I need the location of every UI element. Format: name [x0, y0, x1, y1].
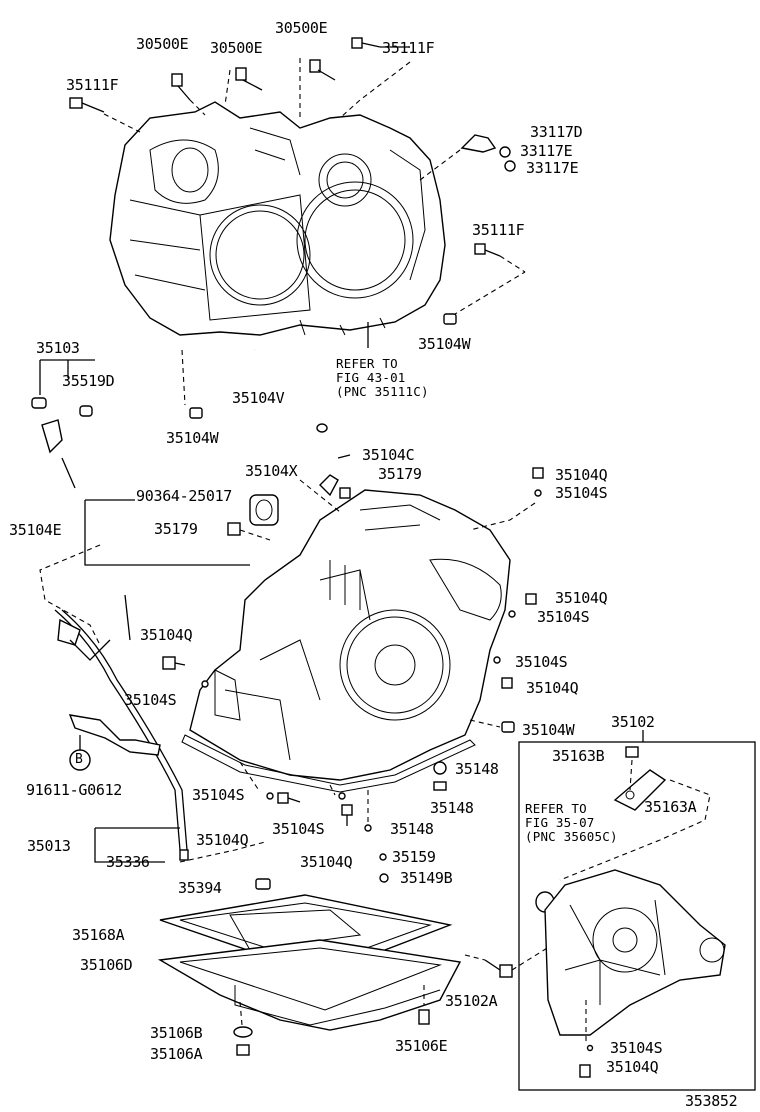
label-35104S-a: 35104S	[555, 484, 608, 502]
bolt-35104Q-left	[162, 656, 209, 688]
label-35149B: 35149B	[400, 869, 453, 887]
label-35111F-a: 35111F	[382, 39, 435, 57]
label-35106B: 35106B	[150, 1024, 203, 1042]
label-35104S-d: 35104S	[124, 691, 177, 709]
label-35102A: 35102A	[445, 992, 498, 1010]
label-35103: 35103	[36, 339, 80, 357]
bolt-35104Q-r1	[469, 467, 544, 531]
label-35104W-a: 35104W	[418, 335, 471, 353]
label-35179-b: 35179	[154, 520, 198, 538]
label-30500E-b: 30500E	[210, 39, 263, 57]
label-35106E: 35106E	[395, 1037, 448, 1055]
sensor-35104C	[299, 454, 351, 513]
bolt-35104Q-bc	[329, 784, 353, 826]
label-35104E: 35104E	[9, 521, 62, 539]
label-35104Q-e: 35104Q	[196, 831, 249, 849]
label-35148-b: 35148	[430, 799, 474, 817]
label-35148-a: 35148	[455, 760, 499, 778]
leader-lines	[408, 46, 410, 48]
transaxle-housing	[109, 101, 446, 336]
dowel-35104W-left	[181, 349, 203, 419]
plug-35179-left	[227, 522, 271, 541]
pin-35104W-r	[469, 719, 515, 733]
figure-id: 353852	[685, 1092, 738, 1110]
bolt-35111F-top-left	[69, 97, 141, 133]
label-35106D: 35106D	[80, 956, 133, 974]
label-35104Q-a: 35104Q	[555, 466, 608, 484]
label-90364-25017: 90364-25017	[136, 487, 233, 505]
label-35336: 35336	[106, 853, 150, 871]
label-35519D: 35519D	[62, 372, 115, 390]
inset-box	[518, 730, 756, 1091]
label-35106A: 35106A	[150, 1045, 203, 1063]
label-35163A: 35163A	[644, 798, 697, 816]
bracket-35103	[31, 359, 95, 489]
bracket-91611	[68, 714, 161, 771]
pan-35106D	[157, 939, 462, 1031]
label-35104S-g: 35104S	[610, 1039, 663, 1057]
transmission-case	[181, 489, 511, 793]
label-33117E-b: 33117E	[526, 159, 579, 177]
label-33117D: 33117D	[530, 123, 583, 141]
plug-35106E	[418, 985, 430, 1025]
filter-90364	[249, 494, 279, 526]
plug-35106B	[233, 1001, 253, 1038]
label-35104S-c: 35104S	[515, 653, 568, 671]
bolt-35104Q-r2	[508, 593, 537, 618]
bracket-33117D	[419, 134, 516, 181]
label-35104Q-g: 35104Q	[606, 1058, 659, 1076]
label-30500E-c: 30500E	[275, 19, 328, 37]
label-35394: 35394	[178, 879, 222, 897]
label-35163B: 35163B	[552, 747, 605, 765]
tube-35104V	[254, 349, 328, 433]
label-35168A: 35168A	[72, 926, 125, 944]
label-35179-a: 35179	[378, 465, 422, 483]
label-35104Q-b: 35104Q	[555, 589, 608, 607]
label-35102: 35102	[611, 713, 655, 731]
clip-35394	[255, 878, 271, 890]
bolt-35111F-top-right	[339, 37, 411, 119]
label-B-circle: B	[75, 752, 83, 767]
bolt-35111F-right	[444, 243, 526, 321]
bolt-35104Q-bl	[239, 761, 301, 804]
label-35104S-e: 35104S	[192, 786, 245, 804]
label-35104Q-d: 35104Q	[526, 679, 579, 697]
note-refer-fig-35-07: REFER TO FIG 35-07 (PNC 35605C)	[525, 801, 618, 844]
label-91611-G0612: 91611-G0612	[26, 781, 123, 799]
bolt-35104Q-r3	[493, 656, 513, 689]
label-35111F-c: 35111F	[472, 221, 525, 239]
label-35104S-b: 35104S	[537, 608, 590, 626]
plug-35106A	[236, 1044, 250, 1056]
bolt-30500E-1	[171, 73, 206, 116]
label-35104V: 35104V	[232, 389, 285, 407]
label-35104W-c: 35104W	[522, 721, 575, 739]
label-35104Q-c: 35104Q	[140, 626, 193, 644]
leaders-35013	[94, 827, 266, 863]
label-35148-c: 35148	[390, 820, 434, 838]
label-35104Q-f: 35104Q	[300, 853, 353, 871]
label-33117E-a: 33117E	[520, 142, 573, 160]
label-35111F-b: 35111F	[66, 76, 119, 94]
pin-35104W-top	[443, 313, 457, 325]
leaders-35104E	[39, 499, 250, 646]
bolt-30500E-3	[299, 58, 336, 120]
ring-35159	[379, 853, 389, 883]
label-35104W-b: 35104W	[166, 429, 219, 447]
label-35159: 35159	[392, 848, 436, 866]
note-refer-fig-43-01: REFER TO FIG 43-01 (PNC 35111C)	[336, 356, 429, 399]
dipstick-35013	[54, 594, 189, 861]
plug-35179-top	[339, 487, 351, 499]
label-35104S-f: 35104S	[272, 820, 325, 838]
label-35013: 35013	[27, 837, 71, 855]
label-30500E-a: 30500E	[136, 35, 189, 53]
label-35104X: 35104X	[245, 462, 298, 480]
label-35104C: 35104C	[362, 446, 415, 464]
bolt-30500E-2	[224, 67, 263, 106]
plug-35148	[364, 761, 447, 832]
